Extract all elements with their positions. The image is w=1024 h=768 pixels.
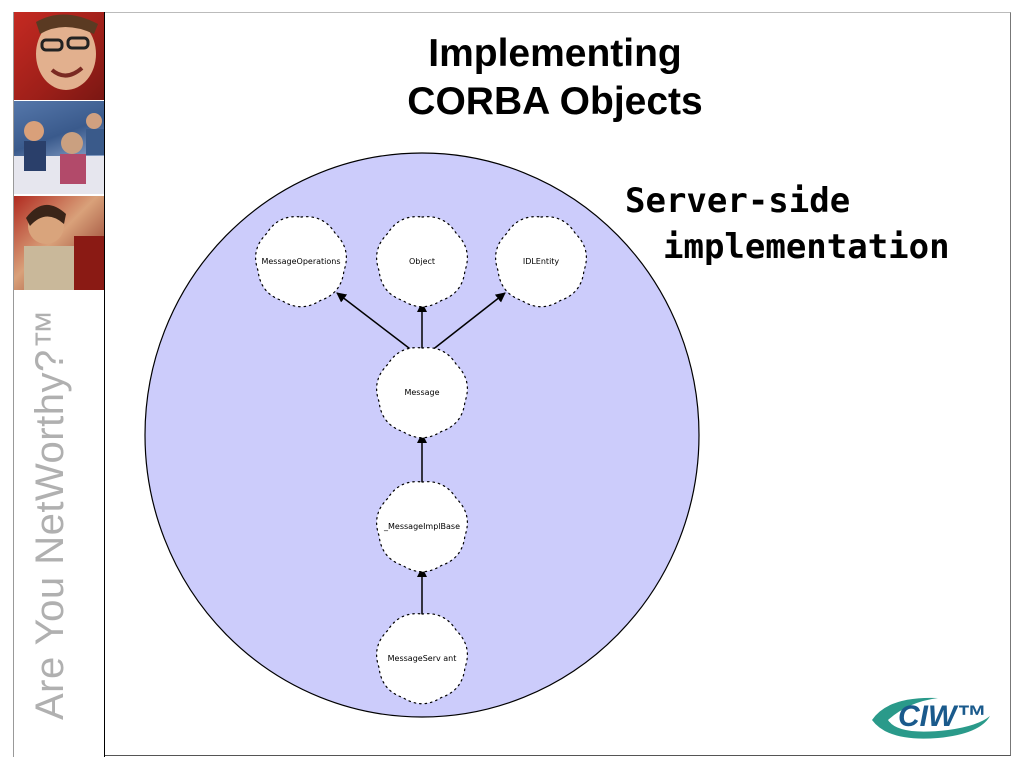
- cloud-shape: [376, 347, 468, 439]
- edges-layer: [336, 292, 506, 616]
- cloud-shape: [376, 481, 468, 573]
- cloud-shape: [376, 613, 468, 705]
- node-message-impl-base: _MessageImplBase: [376, 481, 468, 573]
- node-message-servant: MessageServ ant: [376, 613, 468, 705]
- ciw-logo: CIW™: [872, 697, 990, 739]
- node-label: _MessageImplBase: [383, 522, 460, 531]
- node-label: Object: [409, 257, 435, 266]
- node-message-operations: MessageOperations: [255, 216, 347, 308]
- photo-office-team: [14, 101, 104, 194]
- slide-title-line-2: CORBA Objects: [407, 80, 703, 123]
- photo-smiling-man-art: [36, 14, 98, 90]
- slide-title: Implementing CORBA Objects: [300, 30, 810, 126]
- cloud-shape: [255, 216, 347, 308]
- cloud-shape: [376, 216, 468, 308]
- slide-subtitle-line-1: Server-side: [625, 181, 851, 221]
- ciw-logo-text: CIW™: [898, 700, 986, 733]
- slide-subtitle-line-2: implementation: [663, 227, 950, 267]
- photo-office-team-art: [14, 113, 104, 194]
- ciw-logo-swoosh: [872, 697, 990, 739]
- slide-subtitle: Server-side implementation: [625, 178, 965, 270]
- node-label: IDLEntity: [523, 257, 560, 266]
- node-label: MessageServ ant: [388, 654, 457, 663]
- decorative-photo-strip: [13, 12, 105, 757]
- edge-message-to-idlentity: [421, 292, 506, 359]
- node-message: Message: [376, 347, 468, 439]
- node-label: Message: [404, 388, 439, 397]
- photo-thinking-woman-art: [24, 204, 104, 290]
- photo-smiling-man: [14, 12, 104, 100]
- cloud-shape: [495, 216, 587, 308]
- node-idl-entity: IDLEntity: [495, 216, 587, 308]
- slide-title-line-1: Implementing: [428, 32, 682, 75]
- node-label: MessageOperations: [261, 257, 340, 266]
- node-object: Object: [376, 216, 468, 308]
- slide-frame: [13, 12, 1011, 756]
- edge-message-to-messageoperations: [336, 292, 423, 359]
- photo-thinking-woman: [14, 196, 104, 290]
